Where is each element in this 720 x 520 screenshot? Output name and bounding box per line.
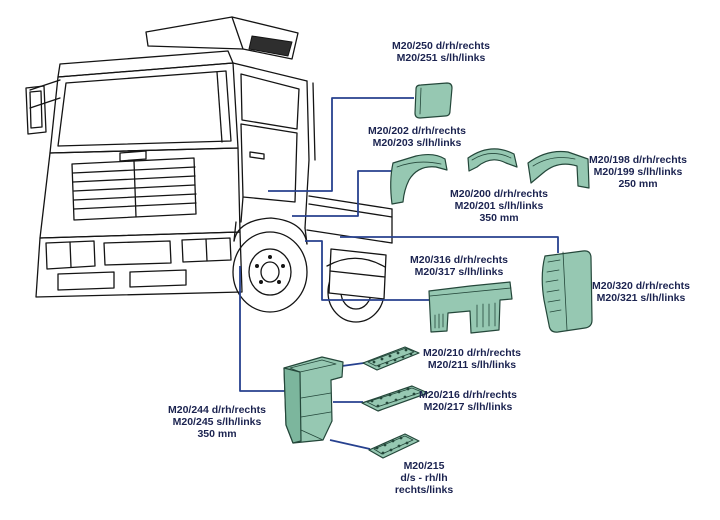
front-wheel <box>232 231 308 313</box>
rear-fender-arch <box>326 257 386 268</box>
part-m20-200 <box>467 148 518 172</box>
label-m20-250: M20/250 d/rh/rechts M20/251 s/lh/links <box>392 40 490 64</box>
label-line: M20/316 d/rh/rechts <box>409 254 509 266</box>
connector-lines <box>239 97 559 450</box>
connector-m20-244 <box>239 266 285 392</box>
side-window <box>240 73 300 130</box>
label-line: M20/198 d/rh/rechts <box>588 154 688 166</box>
label-line: M20/200 d/rh/rechts <box>449 188 549 200</box>
headlight-left <box>45 240 96 270</box>
label-line: M20/250 d/rh/rechts <box>391 40 491 52</box>
connector-m20-320 <box>340 236 559 253</box>
connector-m20-215 <box>329 439 371 450</box>
label-line: 250 mm <box>618 178 658 190</box>
label-m20-210: M20/210 d/rh/rechts M20/211 s/lh/links <box>423 347 521 371</box>
headlight-right <box>181 237 232 263</box>
label-m20-216: M20/216 d/rh/rechts M20/217 s/lh/links <box>419 389 517 413</box>
label-line: M20/217 s/lh/links <box>423 401 513 413</box>
door-handle <box>249 151 265 160</box>
fuel-tank <box>328 248 387 300</box>
part-m20-250 <box>414 82 453 119</box>
label-m20-202: M20/202 d/rh/rechts M20/203 s/lh/links <box>368 125 466 149</box>
roof-band <box>57 50 234 78</box>
label-line: M20/216 d/rh/rechts <box>418 389 518 401</box>
part-m20-244 <box>283 356 344 444</box>
connector-m20-210 <box>341 362 365 367</box>
label-line: M20/245 s/lh/links <box>172 416 262 428</box>
part-m20-316 <box>428 281 513 334</box>
roof-deflector <box>145 16 299 60</box>
front-bumper <box>35 231 243 298</box>
label-line: 350 mm <box>197 428 237 440</box>
label-m20-244: M20/244 d/rh/rechts M20/245 s/lh/links 3… <box>168 404 266 440</box>
label-line: d/s - rh/lh <box>400 472 448 484</box>
part-m20-210 <box>362 346 420 371</box>
brand-badge <box>119 150 147 162</box>
label-line: M20/211 s/lh/links <box>427 359 517 371</box>
grille <box>71 157 197 221</box>
spare-parts <box>283 82 593 459</box>
part-m20-202 <box>390 153 448 205</box>
part-m20-320 <box>541 250 593 333</box>
cab-door <box>240 123 298 203</box>
left-mirror <box>25 79 61 135</box>
label-line: M20/321 s/lh/links <box>596 292 686 304</box>
label-line: M20/244 d/rh/rechts <box>167 404 267 416</box>
label-m20-200: M20/200 d/rh/rechts M20/201 s/lh/links 3… <box>450 188 548 224</box>
label-line: 350 mm <box>479 212 519 224</box>
label-line: M20/202 d/rh/rechts <box>367 125 467 137</box>
license-plate-recess <box>103 240 172 266</box>
connector-m20-202 <box>292 170 394 217</box>
part-m20-216 <box>361 385 429 412</box>
label-line: M20/203 s/lh/links <box>372 137 462 149</box>
label-m20-215: M20/215 d/s - rh/lh rechts/links <box>395 460 453 496</box>
label-line: M20/199 s/lh/links <box>593 166 683 178</box>
label-line: M20/317 s/lh/links <box>414 266 504 278</box>
label-line: M20/251 s/lh/links <box>396 52 486 64</box>
front-fender-arch <box>233 217 308 245</box>
label-line: M20/210 d/rh/rechts <box>422 347 522 359</box>
label-m20-316: M20/316 d/rh/rechts M20/317 s/lh/links <box>410 254 508 278</box>
front-panel <box>39 147 241 239</box>
connector-m20-316 <box>305 240 430 301</box>
label-line: M20/215 <box>403 460 445 472</box>
label-m20-320: M20/320 d/rh/rechts M20/321 s/lh/links <box>592 280 690 304</box>
label-line: rechts/links <box>394 484 454 496</box>
label-line: M20/320 d/rh/rechts <box>591 280 691 292</box>
cab-side <box>232 62 316 245</box>
part-m20-215 <box>368 433 420 459</box>
connector-m20-250 <box>268 97 414 192</box>
windshield <box>49 62 239 154</box>
chassis-frame <box>306 195 393 244</box>
part-m20-198 <box>527 150 590 189</box>
label-m20-198: M20/198 d/rh/rechts M20/199 s/lh/links 2… <box>589 154 687 190</box>
truck-line-art <box>25 16 393 323</box>
label-line: M20/201 s/lh/links <box>454 200 544 212</box>
